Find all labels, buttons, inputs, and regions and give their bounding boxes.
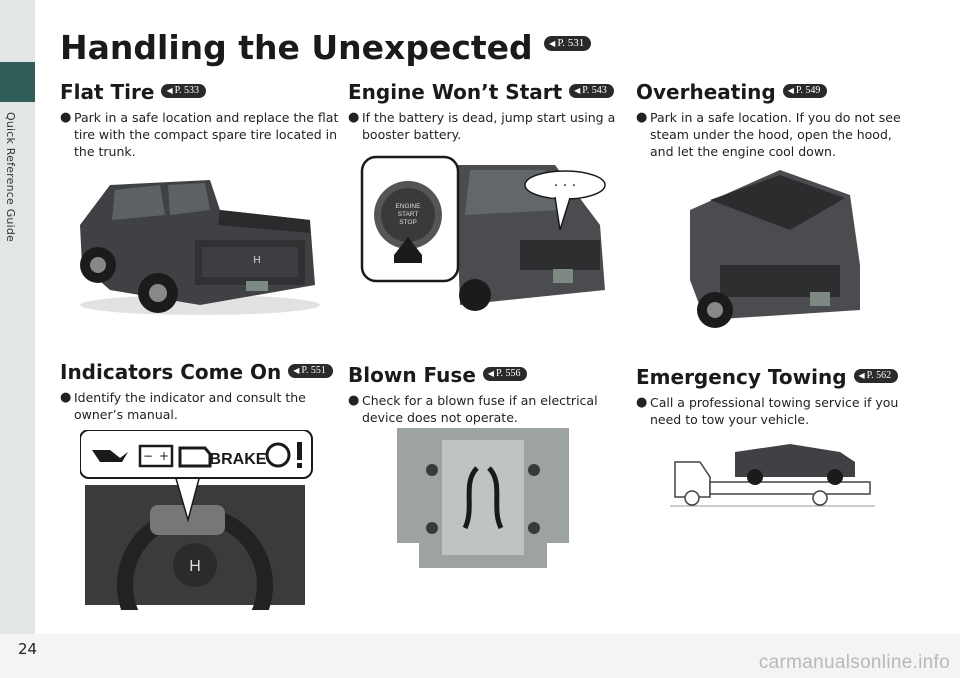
ref-text: P. 556 [496,367,521,379]
sidebar: Quick Reference Guide [0,0,35,634]
overheating-illustration [680,170,870,345]
section-title-text: Blown Fuse [348,363,476,387]
bullet-item: ● Call a professional towing service if … [636,394,906,428]
section-title-text: Flat Tire [60,80,155,104]
bullet-icon: ● [348,393,360,408]
ref-arrow-icon: ◀ [574,85,581,95]
section-title-text: Emergency Towing [636,365,847,389]
bullet-item: ● Park in a safe location. If you do not… [636,109,906,160]
engine-button-line1: ENGINE [396,203,422,210]
section-blown-fuse: Blown Fuse ◀P. 556 ● Check for a blown f… [348,363,633,426]
watermark: carmanualsonline.info [758,652,950,673]
bullet-item: ● If the battery is dead, jump start usi… [348,109,633,143]
ref-text: P. 562 [866,369,892,381]
bullet-text: Identify the indicator and consult the o… [74,390,306,422]
pickup-truck-rear-illustration: H [70,165,320,320]
bullet-item: ● Identify the indicator and consult the… [60,389,345,423]
bullet-icon: ● [636,110,648,125]
speech-bubble-text: · · · [554,178,576,194]
engine-button-line2: START [398,211,419,218]
warning-exclamation-icon [297,442,302,468]
ref-arrow-icon: ◀ [487,368,495,378]
section-title: Flat Tire ◀P. 533 [60,80,345,104]
ref-text: P. 549 [795,84,821,96]
section-title-text: Engine Won’t Start [348,80,563,104]
bullet-icon: ● [60,390,72,405]
engine-button-line3: STOP [399,219,417,226]
section-title: Overheating ◀P. 549 [636,80,906,104]
ref-arrow-icon: ◀ [549,39,556,48]
battery-minus-label: − [143,449,153,463]
ref-link[interactable]: ◀P. 562 [853,368,899,383]
page-number: 24 [18,640,38,658]
section-indicators: Indicators Come On ◀P. 551 ● Identify th… [60,360,345,423]
ref-link[interactable]: ◀P. 543 [569,83,614,98]
bullet-text: Call a professional towing service if yo… [650,395,899,427]
sidebar-active-tab[interactable] [0,62,35,102]
brake-system-icon [265,442,291,468]
check-engine-icon [178,446,212,468]
section-overheating: Overheating ◀P. 549 ● Park in a safe loc… [636,80,906,160]
section-title-text: Indicators Come On [60,360,282,384]
bullet-icon: ● [60,110,72,125]
ref-text: P. 533 [174,84,200,96]
page-title-text: Handling the Unexpected [60,28,533,67]
section-emergency-towing: Emergency Towing ◀P. 562 ● Call a profes… [636,365,906,428]
page-title: Handling the Unexpected ◀P. 531 [60,28,592,67]
page-footer [0,634,960,678]
ref-arrow-icon: ◀ [166,85,173,95]
bullet-icon: ● [348,110,360,125]
tow-truck-illustration [670,432,875,512]
bullet-text: Park in a safe location and replace the … [74,110,339,159]
brake-label: BRAKE [210,451,267,468]
bullet-text: Check for a blown fuse if an electrical … [362,393,598,425]
indicators-illustration: H − + BRAKE [80,430,315,610]
page-ref-link[interactable]: ◀P. 531 [544,36,592,51]
ref-link[interactable]: ◀P. 551 [288,363,333,378]
engine-start-illustration: ENGINE START STOP · · · [360,155,610,315]
section-title: Blown Fuse ◀P. 556 [348,363,633,387]
bullet-text: If the battery is dead, jump start using… [362,110,616,142]
sidebar-label: Quick Reference Guide [4,112,17,242]
ref-text: P. 551 [301,364,326,376]
section-title-text: Overheating [636,80,776,104]
battery-plus-label: + [159,449,169,463]
section-title: Engine Won’t Start ◀P. 543 [348,80,633,104]
blown-fuse-illustration [397,428,569,568]
ref-link[interactable]: ◀P. 556 [482,366,528,381]
bullet-item: ● Check for a blown fuse if an electrica… [348,392,633,426]
ref-arrow-icon: ◀ [293,365,300,375]
section-title: Indicators Come On ◀P. 551 [60,360,345,384]
ref-arrow-icon: ◀ [858,370,865,380]
page-ref-text: P. 531 [557,37,585,49]
bullet-text: Park in a safe location. If you do not s… [650,110,901,159]
section-title: Emergency Towing ◀P. 562 [636,365,906,389]
section-engine-wont-start: Engine Won’t Start ◀P. 543 ● If the batt… [348,80,633,143]
bullet-icon: ● [636,395,648,410]
svg-text:H: H [189,558,201,575]
ref-link[interactable]: ◀P. 549 [782,83,828,98]
svg-text:H: H [253,255,260,266]
oil-pressure-icon [92,450,128,462]
bullet-item: ● Park in a safe location and replace th… [60,109,345,160]
ref-text: P. 543 [582,84,607,96]
ref-link[interactable]: ◀P. 533 [161,83,207,98]
battery-icon: − + [138,444,174,468]
ref-arrow-icon: ◀ [787,85,794,95]
section-flat-tire: Flat Tire ◀P. 533 ● Park in a safe locat… [60,80,345,160]
